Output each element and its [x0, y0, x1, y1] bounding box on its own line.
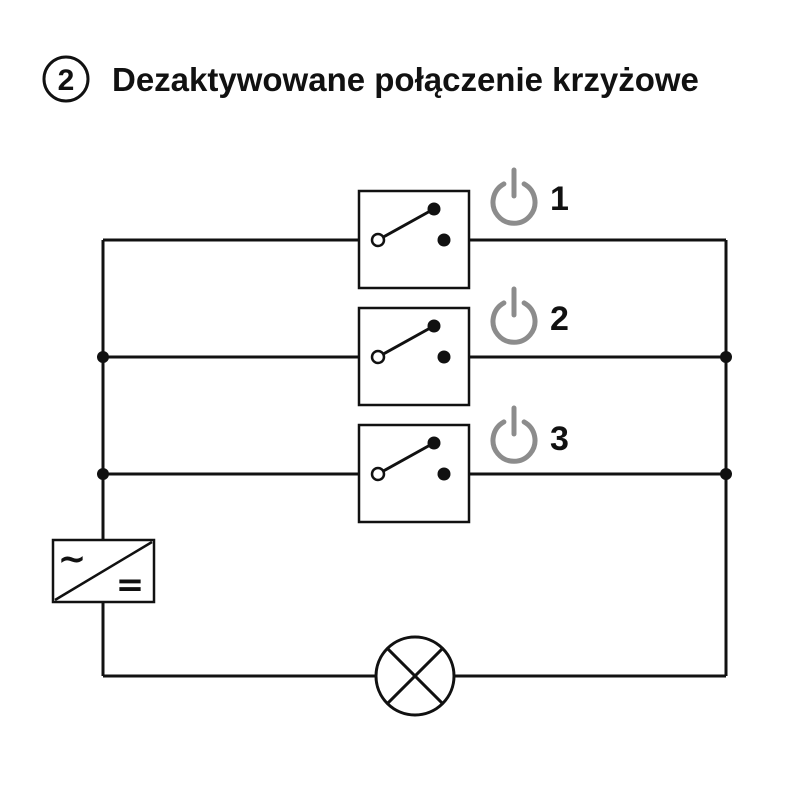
junction-node — [97, 468, 109, 480]
junction-node — [720, 351, 732, 363]
power-icon — [490, 419, 538, 464]
switch-1-power-icon — [490, 167, 538, 226]
switch-1-number: 1 — [550, 180, 569, 218]
switch-1 — [357, 189, 471, 290]
switch-contact — [437, 233, 451, 247]
switch-lever — [377, 325, 433, 359]
junction-node — [720, 468, 732, 480]
switch-2-number: 2 — [550, 300, 569, 338]
step-number-circle — [42, 55, 90, 103]
ac-dc-converter: ~ = — [51, 538, 156, 605]
switch-3 — [357, 423, 471, 524]
power-icon — [490, 300, 538, 345]
switch-pivot — [370, 466, 386, 482]
switch-contact — [427, 319, 441, 333]
heading: 2 Dezaktywowane połączenie krzyżowe — [42, 55, 699, 103]
ac-symbol: ~ — [58, 539, 87, 579]
page-title: Dezaktywowane połączenie krzyżowe — [112, 61, 699, 98]
switch-pivot — [370, 232, 386, 248]
step-number: 2 — [58, 64, 75, 97]
switch-3-power-icon — [490, 405, 538, 464]
switch-3-number: 3 — [550, 420, 569, 458]
converter-diagonal — [54, 540, 153, 602]
switch-contact — [427, 202, 441, 216]
switch-contact — [437, 467, 451, 481]
switch-box — [357, 423, 471, 524]
wiring — [97, 238, 732, 678]
switch-contact — [427, 436, 441, 450]
lamp-cross-line — [386, 647, 444, 705]
switch-pivot — [370, 349, 386, 365]
power-icon — [490, 181, 538, 226]
switch-lever — [377, 442, 433, 476]
switch-contact — [437, 350, 451, 364]
junction-node — [97, 351, 109, 363]
dc-symbol: = — [116, 565, 145, 605]
lamp-icon — [374, 635, 456, 717]
switch-2 — [357, 306, 471, 407]
switch-2-power-icon — [490, 286, 538, 345]
switch-lever — [377, 208, 433, 242]
